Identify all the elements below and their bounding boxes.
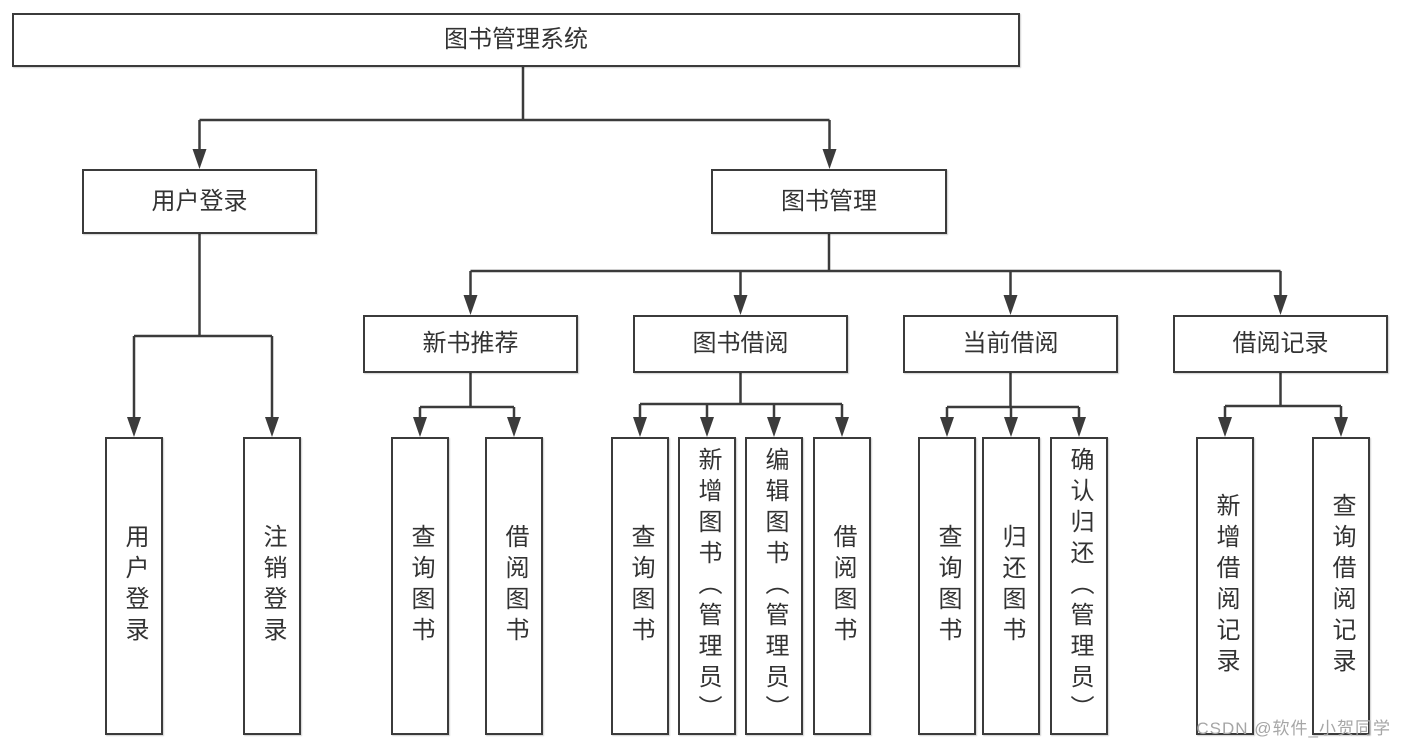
leaf-user-login: 用户登录	[105, 437, 163, 735]
leaf-label: 查询图书	[627, 524, 654, 648]
node-new-book-recommend: 新书推荐	[363, 315, 578, 373]
node-label: 用户登录	[151, 187, 248, 215]
leaf-label: 借阅图书	[501, 524, 528, 648]
node-label: 图书管理系统	[444, 26, 588, 53]
leaf-return-book: 归还图书	[982, 437, 1040, 735]
leaf-borrow-borrow-book: 借阅图书	[813, 437, 871, 735]
node-book-borrow: 图书借阅	[633, 315, 848, 373]
leaf-label: 查询借阅记录	[1328, 493, 1355, 679]
leaf-label: 查询图书	[407, 524, 434, 648]
node-label: 新书推荐	[422, 330, 519, 357]
leaf-recommend-borrow-book: 借阅图书	[485, 437, 543, 735]
node-borrow-record: 借阅记录	[1173, 315, 1388, 373]
leaf-label: 用户登录	[121, 524, 148, 648]
node-label: 图书借阅	[692, 330, 789, 357]
leaf-add-book-admin: 新增图书（管理员）	[678, 437, 736, 735]
leaf-query-borrow-record: 查询借阅记录	[1312, 437, 1370, 735]
leaf-logout: 注销登录	[243, 437, 301, 735]
leaf-label: 注销登录	[259, 524, 286, 648]
node-label: 当前借阅	[962, 330, 1059, 357]
leaf-label: 编辑图书（管理员）	[761, 446, 788, 726]
leaf-label: 新增借阅记录	[1212, 493, 1239, 679]
leaf-label: 新增图书（管理员）	[694, 446, 721, 726]
leaf-current-query-book: 查询图书	[918, 437, 976, 735]
leaf-edit-book-admin: 编辑图书（管理员）	[745, 437, 803, 735]
leaf-label: 借阅图书	[829, 524, 856, 648]
node-label: 借阅记录	[1232, 330, 1329, 357]
csdn-watermark: CSDN @软件_小贺同学	[1196, 719, 1391, 738]
node-current-borrow: 当前借阅	[903, 315, 1118, 373]
leaf-label: 查询图书	[934, 524, 961, 648]
leaf-label: 确认归还（管理员）	[1066, 446, 1093, 726]
leaf-recommend-query-book: 查询图书	[391, 437, 449, 735]
leaf-borrow-query-book: 查询图书	[611, 437, 669, 735]
leaf-add-borrow-record: 新增借阅记录	[1196, 437, 1254, 735]
node-library-management-system: 图书管理系统	[12, 13, 1020, 67]
leaf-label: 归还图书	[998, 524, 1025, 648]
leaf-confirm-return-admin: 确认归还（管理员）	[1050, 437, 1108, 735]
node-label: 图书管理	[781, 187, 877, 215]
tree-edges	[132, 67, 1343, 419]
node-book-management: 图书管理	[711, 169, 947, 234]
node-user-login: 用户登录	[82, 169, 317, 234]
